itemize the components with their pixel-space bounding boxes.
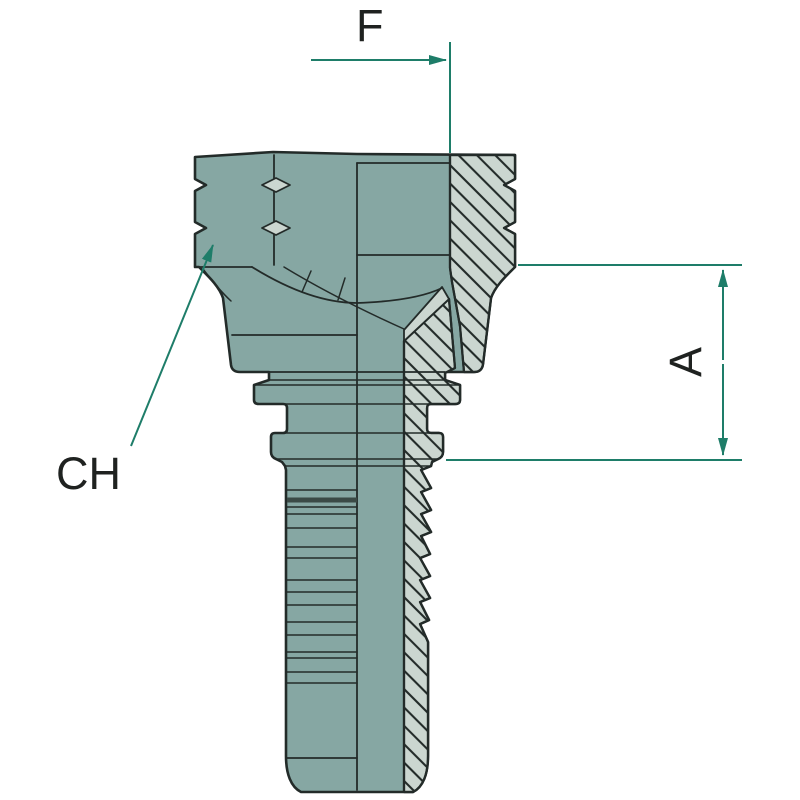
internal-edges bbox=[198, 154, 461, 791]
dimension-f: F bbox=[311, 0, 451, 153]
cone-chamfer-band bbox=[403, 286, 450, 342]
hex-facet-diamond bbox=[261, 220, 291, 236]
f-dimension-label: F bbox=[356, 0, 384, 51]
stem-section-hatch bbox=[402, 286, 462, 794]
cone-seat-arcs bbox=[198, 266, 443, 330]
ch-leader-arrow bbox=[130, 244, 214, 447]
a-dimension-label: A bbox=[660, 347, 711, 377]
nut-section-hatch bbox=[448, 153, 517, 374]
stem-rib-lines bbox=[285, 489, 358, 759]
dimension-a: A bbox=[446, 264, 742, 461]
ch-label: CH bbox=[56, 448, 121, 499]
dimension-ch: CH bbox=[56, 244, 214, 499]
hex-facet-diamond bbox=[261, 177, 291, 193]
